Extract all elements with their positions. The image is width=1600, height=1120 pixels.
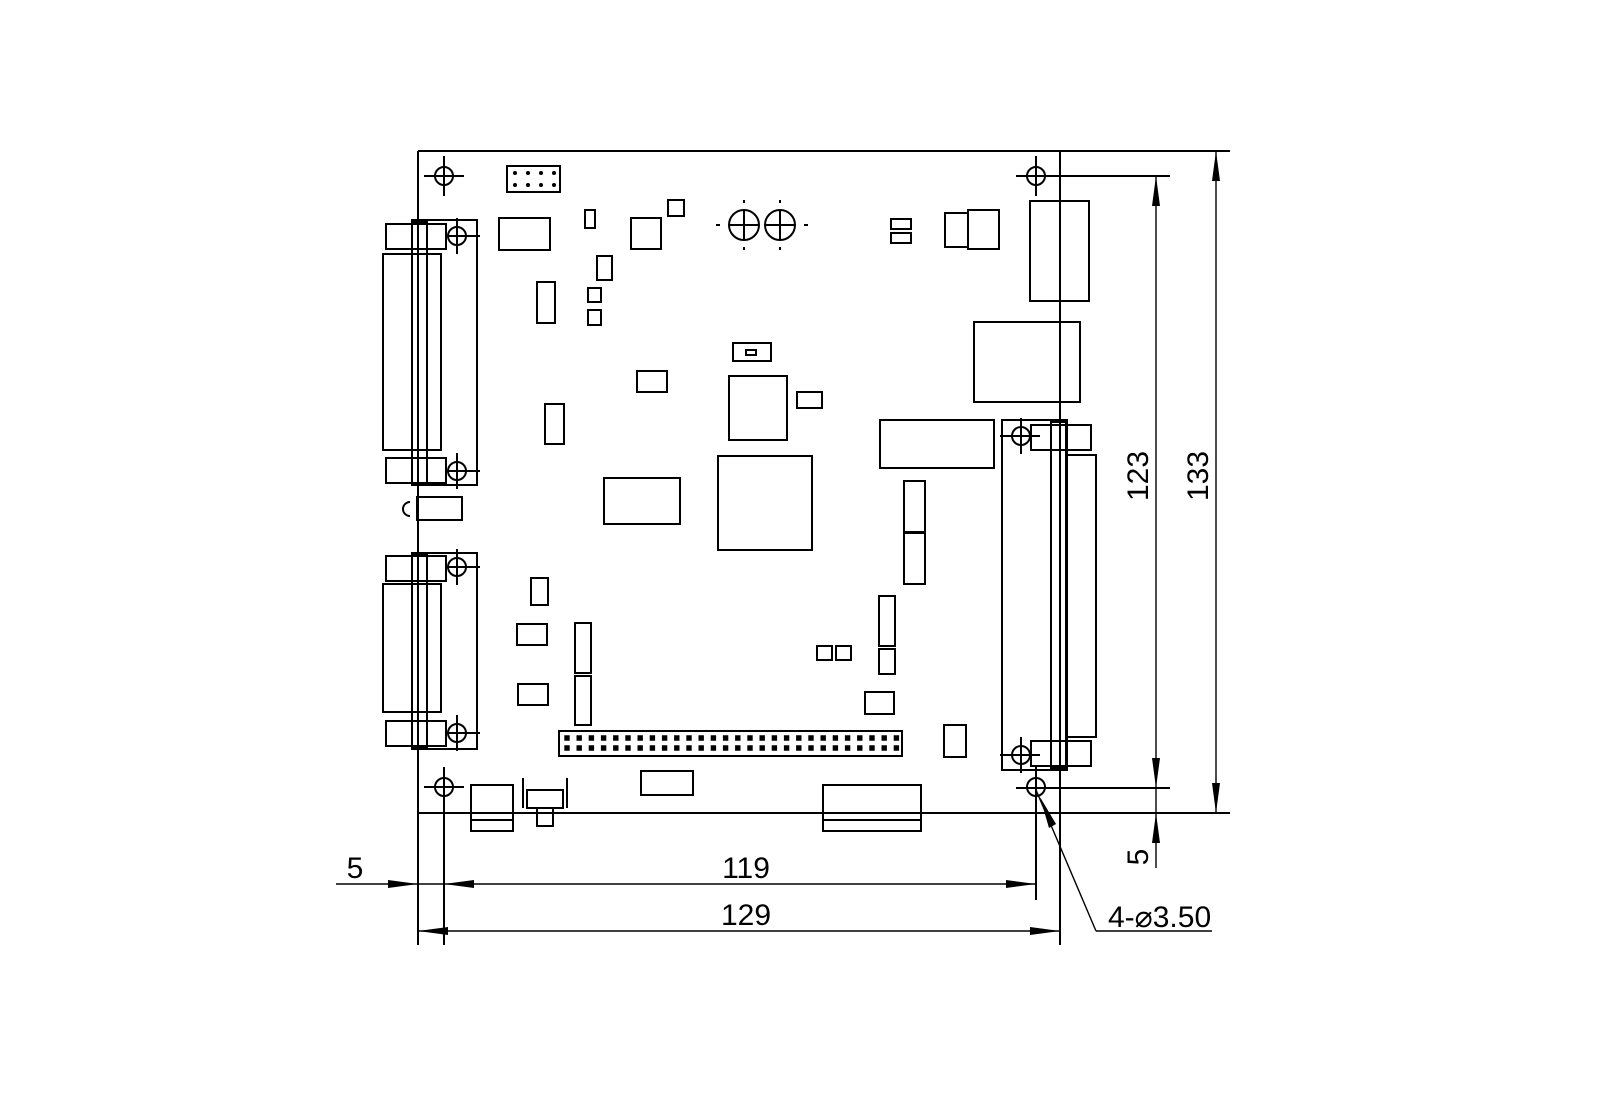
header-pin bbox=[846, 736, 850, 740]
header-pin bbox=[711, 736, 715, 740]
header-pin bbox=[882, 746, 886, 750]
header-pin bbox=[736, 746, 740, 750]
header-pin bbox=[846, 746, 850, 750]
header-pin bbox=[797, 746, 801, 750]
header-pin bbox=[748, 736, 752, 740]
header-pin bbox=[675, 746, 679, 750]
header-pin bbox=[772, 736, 776, 740]
dim-hole-spacing-x: 119 bbox=[722, 852, 770, 885]
header-pin bbox=[602, 746, 606, 750]
components bbox=[383, 166, 1096, 831]
header-pin bbox=[821, 736, 825, 740]
header-pin bbox=[565, 736, 569, 740]
header-pin bbox=[772, 746, 776, 750]
header-pin bbox=[699, 736, 703, 740]
header-pin bbox=[577, 736, 581, 740]
dim-board-height: 133 bbox=[1182, 451, 1215, 501]
header-pin bbox=[809, 736, 813, 740]
header-pin bbox=[638, 736, 642, 740]
pin-header-row bbox=[565, 736, 898, 750]
dimension-arrows bbox=[388, 151, 1220, 935]
header-pin bbox=[650, 736, 654, 740]
header-pin bbox=[675, 736, 679, 740]
dim-left-offset: 5 bbox=[347, 852, 364, 885]
header-pin bbox=[858, 746, 862, 750]
header-pin bbox=[785, 736, 789, 740]
header-pin bbox=[833, 736, 837, 740]
header-pin bbox=[785, 746, 789, 750]
header-pin bbox=[626, 746, 630, 750]
hole-callout: 4-⌀3.50 bbox=[1108, 901, 1211, 934]
header-pin bbox=[809, 746, 813, 750]
header-pin bbox=[894, 736, 898, 740]
dim-hole-spacing-y: 123 bbox=[1122, 451, 1155, 501]
header-pin bbox=[589, 736, 593, 740]
dim-bottom-offset: 5 bbox=[1122, 849, 1155, 866]
header-pin bbox=[687, 746, 691, 750]
header-pin bbox=[870, 736, 874, 740]
header-pin bbox=[614, 746, 618, 750]
header-pin bbox=[760, 746, 764, 750]
mounting-holes bbox=[424, 156, 1170, 945]
dimension-lines bbox=[336, 151, 1216, 931]
header-pin bbox=[577, 746, 581, 750]
header-pin bbox=[699, 746, 703, 750]
header-pin bbox=[760, 736, 764, 740]
dim-board-width: 129 bbox=[721, 899, 771, 932]
header-pin bbox=[589, 746, 593, 750]
header-pin bbox=[663, 746, 667, 750]
header-pins bbox=[513, 171, 556, 187]
header-pin bbox=[687, 736, 691, 740]
header-pin bbox=[602, 736, 606, 740]
header-pin bbox=[663, 736, 667, 740]
header-pin bbox=[724, 746, 728, 750]
header-pin bbox=[736, 736, 740, 740]
header-pin bbox=[833, 746, 837, 750]
header-pin bbox=[711, 746, 715, 750]
header-pin bbox=[882, 736, 886, 740]
header-pin bbox=[724, 736, 728, 740]
header-pin bbox=[748, 746, 752, 750]
header-pin bbox=[870, 746, 874, 750]
header-pin bbox=[821, 746, 825, 750]
header-pin bbox=[638, 746, 642, 750]
header-pin bbox=[614, 736, 618, 740]
header-pin bbox=[626, 736, 630, 740]
header-pin bbox=[565, 746, 569, 750]
header-pin bbox=[894, 746, 898, 750]
header-pin bbox=[797, 736, 801, 740]
header-pin bbox=[650, 746, 654, 750]
header-pin bbox=[858, 736, 862, 740]
